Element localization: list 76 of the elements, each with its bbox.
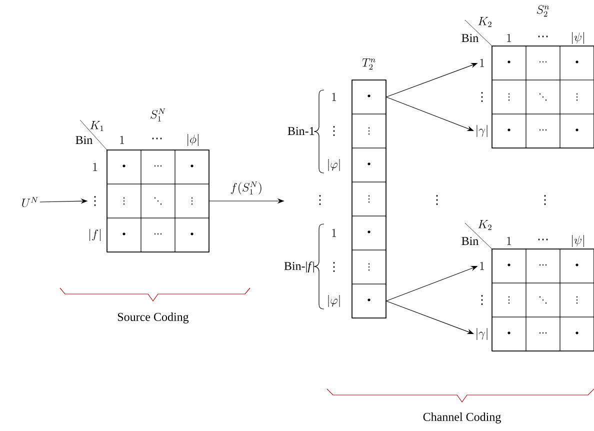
- node-label: $S_2^n$: [536, 5, 550, 17]
- label: $K_2$: [478, 220, 492, 230]
- grid-cell: •: [174, 150, 210, 184]
- label: $|\psi|$: [572, 32, 584, 44]
- grid-cell: •: [106, 218, 142, 252]
- node-label: $S_1^N$: [150, 108, 166, 122]
- label: $K_1$: [90, 121, 104, 131]
- grid-cell: •: [492, 46, 526, 80]
- label: ⋮: [436, 195, 438, 205]
- row-label: ⋮: [481, 92, 483, 102]
- grid-cell: •: [560, 316, 594, 352]
- label: $1$: [120, 136, 124, 144]
- grid-cell: ⋯: [526, 248, 560, 284]
- grid-cell: ⋮: [560, 282, 594, 318]
- row-label: $U^N$: [22, 197, 38, 208]
- row-label: $|f|$: [90, 229, 100, 241]
- label: $1$: [332, 228, 336, 237]
- grid-cell: ⋱: [526, 282, 560, 318]
- grid-cell: •: [352, 80, 386, 114]
- grid-cell: •: [560, 46, 594, 80]
- grid-cell: •: [106, 150, 142, 184]
- grid-cell: •: [492, 248, 526, 284]
- grid-cell: ⋮: [174, 184, 210, 218]
- label: ⋯: [538, 36, 548, 38]
- grid-cell: •: [352, 148, 386, 182]
- label: $|\varphi|$: [328, 295, 340, 307]
- grid-cell: •: [560, 114, 594, 148]
- label: ⋮: [333, 262, 335, 272]
- label: Bin-1: [288, 127, 314, 135]
- grid-cell: ⋮: [492, 282, 526, 318]
- grid-cell: ⋯: [526, 316, 560, 352]
- label: $|\psi|$: [572, 235, 584, 247]
- row-label: ⋮: [481, 295, 483, 305]
- row-label: $|\gamma|$: [476, 328, 488, 340]
- label: Bin: [76, 136, 92, 144]
- edge-label: $f(S_1^N)$: [229, 180, 264, 196]
- label: ⋯: [152, 138, 162, 140]
- row-label: $1$: [480, 58, 484, 67]
- grid-cell: ⋯: [526, 114, 560, 148]
- grid-cell: ⋱: [526, 80, 560, 114]
- grid-cell: ⋯: [140, 218, 176, 252]
- label: ⋮: [544, 195, 546, 205]
- label: Source Coding: [118, 312, 189, 324]
- grid-cell: ⋱: [140, 184, 176, 218]
- grid-cell: •: [492, 114, 526, 148]
- grid-cell: •: [352, 216, 386, 250]
- label: Bin-|f|: [284, 261, 314, 273]
- grid-cell: •: [560, 248, 594, 284]
- grid-cell: ⋮: [106, 184, 142, 218]
- grid-cell: ⋯: [140, 150, 176, 184]
- row-label: $1$: [93, 162, 97, 171]
- row-label: $|\gamma|$: [476, 125, 488, 137]
- label: $|\varphi|$: [328, 159, 340, 171]
- grid-cell: ⋮: [352, 250, 386, 284]
- node-label: $T_2^n$: [362, 58, 376, 70]
- label: ⋮: [333, 126, 335, 136]
- label: $1$: [507, 34, 511, 42]
- label: Bin: [462, 34, 478, 42]
- grid-cell: •: [352, 284, 386, 318]
- grid-cell: ⋮: [492, 80, 526, 114]
- grid-cell: •: [174, 218, 210, 252]
- label: $|\phi|$: [188, 134, 198, 146]
- grid-cell: ⋮: [352, 114, 386, 148]
- row-label: ⋮: [94, 196, 96, 206]
- label: ⋯: [538, 238, 548, 240]
- label: $K_2$: [478, 17, 492, 27]
- label: Channel Coding: [423, 412, 501, 424]
- grid-cell: ⋯: [526, 46, 560, 80]
- grid-cell: •: [492, 316, 526, 352]
- label: $1$: [332, 92, 336, 101]
- label: ⋮: [319, 195, 321, 205]
- row-label: $1$: [480, 262, 484, 270]
- label: $1$: [507, 236, 511, 245]
- label: Bin: [462, 237, 478, 245]
- grid-cell: ⋮: [560, 80, 594, 114]
- grid-cell: ⋮: [352, 182, 386, 216]
